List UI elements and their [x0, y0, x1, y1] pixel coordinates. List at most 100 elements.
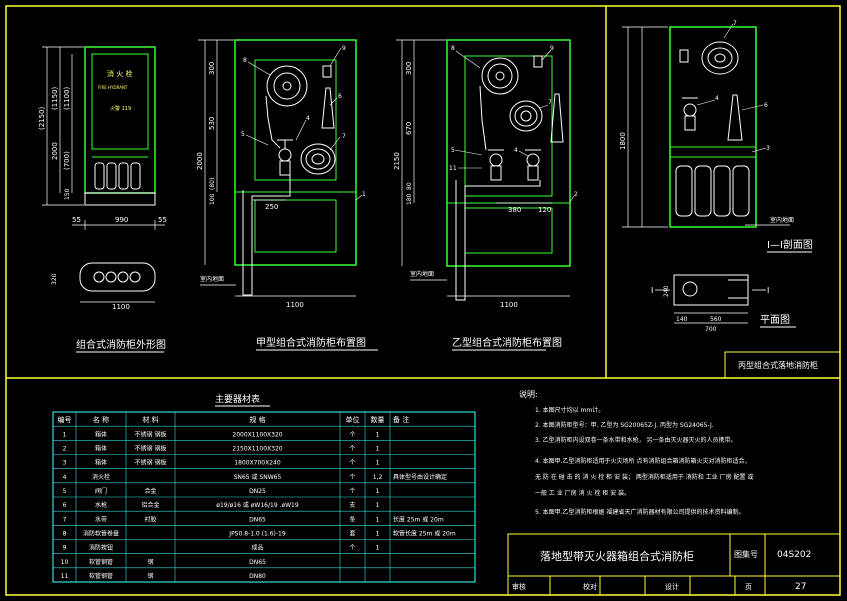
table-cell: 9 [63, 545, 67, 552]
hydrant-valve [682, 97, 698, 131]
cabinet-outline [669, 26, 757, 228]
table-cell: 水枪 [95, 501, 107, 509]
dim-250: 250 [265, 203, 278, 211]
table-header-cell: 编号 [58, 415, 72, 424]
note-line: 5. 本图甲.乙型消防柜根据 福建省天广消防器材有限公司提供的技术资料编制。 [535, 508, 744, 516]
table-cell: 成品 [251, 544, 263, 552]
table-header-cell: 数量 [371, 415, 385, 424]
table-cell: DN80 [249, 573, 266, 580]
callout-2: 2 [574, 191, 578, 198]
atlas-no: 04S202 [777, 550, 811, 560]
table-cell: 钢 [147, 558, 153, 566]
hose-coil [509, 100, 543, 132]
callout-9: 9 [342, 45, 346, 52]
review-label: 审核 [512, 582, 526, 591]
note-line: 4. 本图甲.乙型消防柜适用于火灾场所 点有消防组合箱消防箱火灾对消防柜适合， [535, 457, 750, 465]
hose-pipe [265, 95, 281, 149]
nozzle [727, 94, 743, 141]
view-title-section: I—I剖面图 [767, 238, 813, 251]
callout-6: 6 [764, 102, 768, 109]
view-type-a: 室内地面 1100 250 300 530 2000 (80) 100 8 9 … [196, 39, 378, 351]
callout-5: 5 [451, 147, 455, 154]
table-cell: 铝合金 [141, 501, 159, 509]
callout-5: 5 [241, 131, 245, 138]
atlas-label: 图集号 [734, 549, 758, 559]
table-cell: 个 [349, 488, 355, 495]
callout-4: 4 [715, 95, 719, 102]
dim-h3: 2000 [196, 152, 204, 170]
riser-pipe [242, 175, 291, 296]
table-cell: 支 [349, 501, 355, 509]
table-cell: 8 [63, 531, 67, 538]
dim-h5: 100 [209, 193, 216, 205]
table-cell: 10 [61, 559, 69, 566]
table-cell: 软管长度 25m 或 20m [393, 530, 456, 538]
hydrant-valve [277, 139, 293, 176]
sign-en: FIRE HYDRANT [98, 85, 128, 90]
table-cell: 1 [376, 460, 380, 467]
view-exterior: 消 火 栓 FIRE HYDRANT 火警 119 (2150) 2000 (1… [38, 46, 167, 353]
table-cell: JPS0.8-1.0 (1.6)-19 [228, 531, 286, 538]
table-cell: 7 [63, 516, 67, 523]
dim-h2: (1150) [51, 86, 59, 110]
dim-plan-width: 1100 [112, 303, 130, 311]
dim-width: 990 [115, 216, 128, 224]
nozzle [550, 93, 564, 143]
table-cell: 2000X1100X320 [232, 431, 282, 438]
dim-plan-depth: 320 [51, 273, 58, 285]
table-cell: 不锈钢 钢板 [135, 445, 167, 453]
table-cell: 5 [63, 488, 67, 495]
hydrant-valves [488, 149, 541, 181]
view-type-b: 室内地面 1100 380 120 2150 300 670 80 180 8 … [393, 39, 578, 351]
table-cell: 不锈钢 钢板 [135, 459, 167, 467]
nozzle [321, 87, 335, 129]
table-cell: 2150X1100X320 [232, 446, 282, 453]
notes: 说明: 1. 本图尺寸均以 mm计。2. 本图消防柜型号：甲. 乙型为 SG20… [519, 389, 753, 516]
view-caption-c: 丙型组合式落地消防柜 [738, 360, 818, 370]
alarm-button [533, 55, 543, 68]
dim-700: 700 [705, 326, 717, 333]
alarm-button [679, 49, 689, 63]
dim-h3: 2000 [51, 142, 59, 160]
table-cell: 套 [349, 530, 355, 538]
dim-h1: 1800 [619, 132, 627, 150]
callout-6: 6 [338, 93, 342, 100]
dim-h4: (80) [209, 178, 216, 190]
table-cell: SN65 或 SNW65 [234, 473, 282, 481]
table-cell: 长度 25m 或 20m [393, 515, 444, 523]
hose-coil [300, 143, 336, 175]
note-line: 2. 本图消防柜型号：甲. 乙型为 SG20065Z-J. 丙型为 SG2406… [535, 421, 714, 429]
callout-11: 11 [449, 165, 457, 172]
table-cell: DN25 [249, 488, 266, 495]
check-label: 校对 [583, 582, 597, 591]
table-cell: 个 [349, 474, 355, 481]
callout-9: 9 [550, 45, 554, 52]
title-block: 落地型带灭火器箱组合式消防柜 图集号 04S202 审核 校对 设计 页 27 [507, 533, 841, 596]
cabinet-outline [446, 39, 571, 267]
table-cell: 消防软管卷盘 [83, 530, 119, 538]
dim-total: 1100 [286, 301, 304, 309]
view-title-3: 乙型组合式消防柜布置图 [452, 336, 562, 349]
dim-h2: 300 [405, 62, 413, 75]
page-label: 页 [745, 583, 752, 591]
dim-side-right: 55 [158, 216, 167, 224]
table-header-cell: 单位 [346, 415, 360, 424]
table-cell: 软管钢管 [89, 558, 113, 566]
table-cell: 个 [349, 431, 355, 438]
table-cell: 个 [349, 460, 355, 467]
dim-120: 120 [538, 206, 551, 214]
table-cell: DN65 [249, 516, 266, 523]
table-cell: 1 [376, 488, 380, 495]
table-cell: 1 [376, 502, 380, 509]
callout-8: 8 [243, 57, 247, 64]
dim-h2: 240 [663, 285, 670, 297]
callout-3: 3 [766, 145, 770, 152]
table-cell: 4 [63, 474, 67, 481]
table-header-cell: 规 格 [249, 415, 265, 424]
view-type-c: 室内地面 1800 7 6 3 4 I—I剖面图 I I 140 560 700… [619, 20, 818, 370]
dim-h2: 530 [208, 117, 216, 130]
dim-h4: (700) [63, 151, 71, 170]
table-cell: 阀门 [95, 487, 107, 495]
callout-8: 8 [451, 45, 455, 52]
table-cell: 6 [63, 502, 67, 509]
